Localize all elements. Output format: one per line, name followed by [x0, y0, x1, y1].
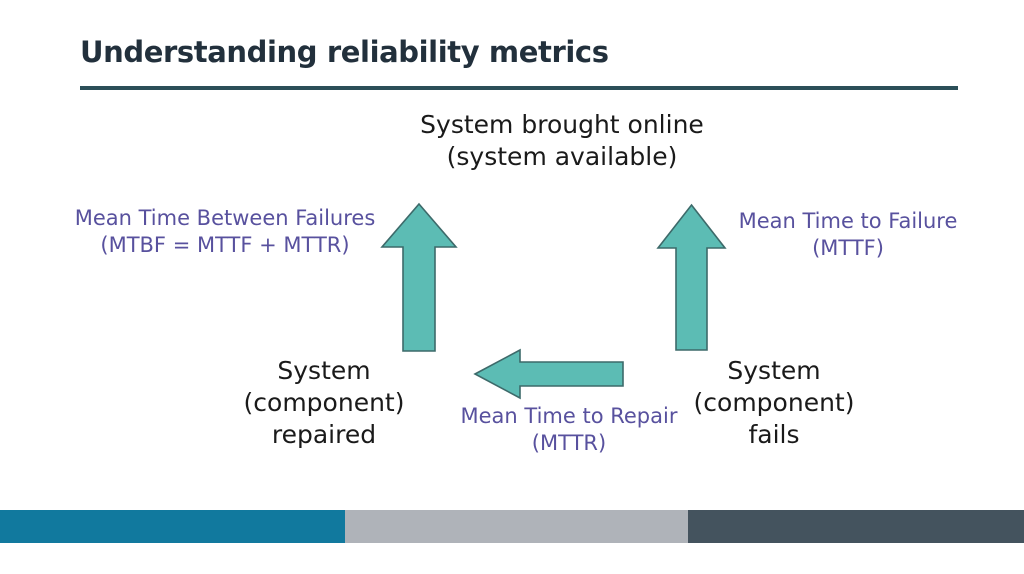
arrow-up-mtbf-icon	[380, 202, 458, 352]
footer-bar-blue	[0, 510, 345, 543]
footer-color-bars	[0, 510, 1024, 543]
footer-bar-slate	[688, 510, 1024, 543]
title-underline-rule	[80, 86, 958, 90]
metric-label-mtbf: Mean Time Between Failures (MTBF = MTTF …	[74, 206, 376, 257]
page-title: Understanding reliability metrics	[80, 35, 609, 69]
state-label-system-repaired: System (component) repaired	[243, 356, 405, 449]
arrow-left-mttr-icon	[473, 348, 624, 400]
title-block: Understanding reliability metrics	[80, 35, 960, 69]
state-label-system-online: System brought online (system available)	[420, 110, 704, 171]
metric-label-mttf: Mean Time to Failure (MTTF)	[738, 209, 958, 260]
reliability-metrics-diagram: System brought online (system available)…	[0, 95, 1024, 495]
metric-label-mttr: Mean Time to Repair (MTTR)	[460, 404, 678, 455]
arrow-up-mttf-icon	[656, 203, 727, 351]
state-label-system-fails: System (component) fails	[693, 356, 855, 449]
footer-bar-gray	[345, 510, 688, 543]
